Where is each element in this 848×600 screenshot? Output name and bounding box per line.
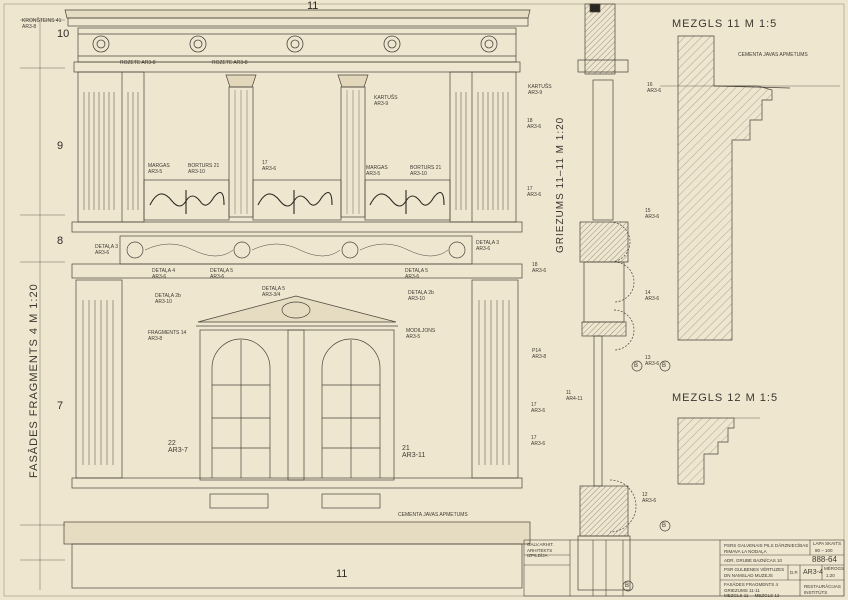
label-section-13: 13 AR3-6: [645, 355, 660, 367]
node-11-detail: [659, 35, 840, 372]
facade-elevation: [63, 9, 531, 589]
label-modillion: MODILJONS AR3-5: [406, 328, 436, 340]
tb-roles: GALV.ARHIT. ARHITEKTS IZPILDĪJA: [527, 542, 554, 558]
label-17b: 17 AR3-6: [531, 402, 546, 414]
node-11-title: MEZGLS 11 M 1:5: [672, 18, 778, 30]
label-17: 17 AR3-6: [527, 186, 542, 198]
label-17c: 17 AR3-6: [531, 435, 546, 447]
label-bracket: KRONŠTEINS 41 AR3-8: [22, 18, 62, 30]
label-section-12: 12 AR3-6: [642, 492, 657, 504]
label-window-22: 22 AR3-7: [168, 440, 188, 454]
lower-frieze-rosettes: [126, 241, 466, 259]
label-18: 18 AR3-6: [527, 118, 542, 130]
upper-columns: [225, 74, 369, 218]
tb-stage: D.P.: [790, 570, 799, 575]
detail-marker-b-3: B: [662, 363, 667, 369]
lower-pilasters: [75, 279, 519, 479]
rosette-row: [92, 35, 498, 53]
tb-object: PSR GULBENES VĒRTUZES DN NAMSLAD MUZEJS: [724, 567, 785, 578]
section-mark-10: 10: [57, 28, 70, 40]
tb-drawing-no: AR3-4: [803, 569, 823, 576]
tb-sheet-no: 80 – 100: [815, 548, 833, 553]
tb-project-no: 888-64: [812, 555, 837, 564]
label-detail-4: DETAĻA 4 AR3-6: [152, 268, 175, 280]
section-mark-11-bottom: 11: [336, 568, 348, 580]
label-cement-plaster: CEMENTA JAVAS APMETUMS: [738, 52, 808, 58]
tb-contents: FASĀDES FRAGMENTS 4 GRIEZUMS 11-11 MEZGL…: [724, 582, 780, 598]
label-section-14: 14 AR3-6: [645, 290, 660, 302]
facade-title: FASĀDES FRAGMENTS 4 M 1:20: [28, 283, 40, 478]
section-mark-11-top: 11: [307, 0, 319, 12]
label-section-16: 16 AR3-6: [647, 82, 662, 94]
window-with-pediment: [196, 295, 398, 481]
label-section-11: 11 AR4-11: [566, 390, 583, 402]
label-cement-plaster-base: CEMENTA JAVAS APMETUMS: [398, 512, 468, 518]
tb-institute: RESTAURĀCIJAS INSTITŪTS: [804, 584, 841, 595]
label-baluster-left: BORTURS 21 AR3-10: [188, 163, 220, 175]
label-cartouche-section: KARTUŠS AR3-9: [528, 84, 552, 96]
section-mark-7: 7: [57, 400, 64, 412]
label-fragment-14: FRAGMENTS 14 AR3-8: [148, 330, 187, 342]
label-baluster-right: BORTURS 21 AR3-10: [410, 165, 442, 177]
section-11-11: [577, 3, 643, 592]
section-mark-9: 9: [57, 140, 64, 152]
label-detail-2b-right: DETAĻA 2b AR3-10: [408, 290, 434, 302]
railing: [143, 179, 451, 221]
tb-sheet-label: LAPA SKAITS: [813, 541, 842, 546]
label-detail-2b-left: DETAĻA 2b AR3-10: [155, 293, 181, 305]
node-12-detail: [659, 417, 760, 532]
detail-marker-b-2: B: [625, 583, 630, 589]
label-rosette-1: ROZETE AR3-8: [120, 60, 156, 66]
label-detail-5-right: DETAĻA 5 AR3-6: [405, 268, 428, 280]
tb-scale: 1:20: [826, 573, 835, 578]
label-detail-3-right: DETAĻA 3 AR3-6: [476, 240, 499, 252]
label-section-18: 18 AR3-6: [532, 262, 547, 274]
detail-marker-b-1: B: [634, 363, 639, 369]
label-railing-left: MARGAS AR3-5: [148, 163, 170, 175]
label-cartouche: KARTUŠS AR3-9: [374, 95, 398, 107]
tb-scale-label: MĒROGS: [824, 566, 845, 571]
tb-organization: PSRS GALVENAIS PILS DĀRZNIECĪBAS RIMAVA …: [724, 543, 809, 554]
label-detail-3-left: DETAĻA 3 AR3-6: [95, 244, 118, 256]
section-mark-8: 8: [57, 235, 64, 247]
label-railing-right: MARGAS AR3-5: [366, 165, 388, 177]
label-rosette-2: ROZETE AR3-8: [212, 60, 248, 66]
sheet-frame: [3, 3, 845, 597]
label-window-21: 21 AR3-11: [402, 445, 426, 459]
node-12-title: MEZGLS 12 M 1:5: [672, 392, 779, 404]
tb-address: ADR. GRUBE BAZNĪCAS 10: [724, 558, 783, 563]
label-p14: P14 AR3-8: [532, 348, 547, 360]
level-marks: [20, 19, 65, 590]
label-section-15: 15 AR3-6: [645, 208, 660, 220]
title-block-lines: [523, 539, 845, 597]
label-col-17: 17 AR3-6: [262, 160, 277, 172]
detail-marker-b-4: B: [662, 523, 667, 529]
label-detail-5-left: DETAĻA 5 AR3-6: [210, 268, 233, 280]
section-title: GRIEZUMS 11–11 M 1:20: [555, 116, 566, 253]
label-detail-5-top: DETAĻA 5 AR3-3/4: [262, 286, 285, 298]
